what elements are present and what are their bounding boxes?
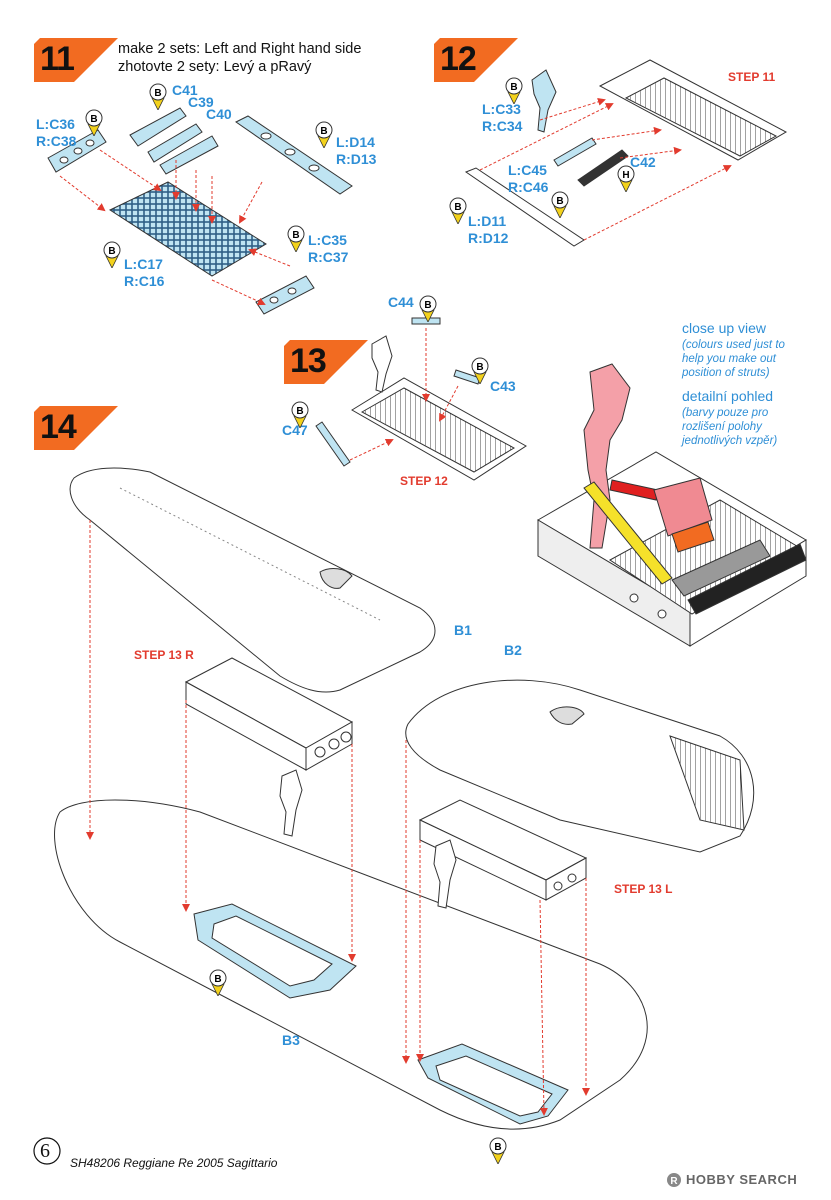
label-c16: R:C16: [124, 273, 165, 289]
label-c36: L:C36: [36, 116, 75, 132]
label-c39: C39: [188, 94, 214, 110]
step-14-ref-r: STEP 13 R: [134, 648, 194, 662]
step-12-badge: [434, 38, 518, 82]
sprue-b-badge: B: [286, 224, 306, 253]
sprue-b-badge: B: [448, 196, 468, 225]
label-c33: L:C33: [482, 101, 521, 117]
label-c41: C41: [172, 82, 198, 98]
sprue-b-badge: B: [470, 356, 490, 385]
sprue-b-badge: B: [208, 968, 228, 997]
sprue-b-badge: B: [418, 294, 438, 323]
step-11-number: 11: [40, 40, 75, 78]
sprue-b-badge: B: [290, 400, 310, 429]
svg-text:B: B: [476, 362, 483, 373]
step14-wing-b2: [405, 679, 755, 853]
label-c34: R:C34: [482, 118, 523, 134]
step14-bays: [184, 657, 588, 909]
step-14-ref-l: STEP 13 L: [614, 882, 673, 896]
step14-wing-b1: [69, 467, 436, 693]
step-13-ref: STEP 12: [400, 474, 448, 488]
label-c43: C43: [490, 378, 516, 394]
sprue-b-badge: B: [84, 108, 104, 137]
closeup-sub-cz-2: rozlišení polohy: [682, 421, 762, 433]
svg-text:B: B: [90, 114, 97, 125]
label-c46: R:C46: [508, 179, 549, 195]
svg-text:B: B: [494, 1142, 501, 1153]
step12-assembly: [464, 59, 788, 247]
label-c40: C40: [206, 106, 232, 122]
label-d13: R:D13: [336, 151, 377, 167]
step11-arrows: [59, 149, 291, 306]
step-11-instruction-en: make 2 sets: Left and Right hand side: [118, 41, 362, 57]
sprue-b-badge: B: [488, 1136, 508, 1165]
svg-text:B: B: [556, 196, 563, 207]
label-c42: C42: [630, 154, 656, 170]
step-14-number: 14: [40, 408, 77, 446]
closeup-sub-en-2: help you make out: [682, 353, 776, 365]
svg-text:B: B: [424, 300, 431, 311]
footer-caption: SH48206 Reggiane Re 2005 Sagittario: [70, 1156, 278, 1170]
label-c44: C44: [388, 294, 414, 310]
sprue-b-badge: B: [148, 82, 168, 111]
sprue-h-badge: H: [616, 164, 636, 193]
sprue-b-badge: B: [550, 190, 570, 219]
step14-wing-b3: [54, 799, 648, 1130]
closeup-drawing: [537, 363, 807, 647]
step13-assembly: [315, 317, 527, 481]
step11-assembly: [47, 107, 353, 315]
closeup-sub-en-3: position of struts): [682, 367, 770, 379]
svg-text:B: B: [510, 82, 517, 93]
step14-arrows: [86, 520, 590, 1116]
svg-text:B: B: [454, 202, 461, 213]
svg-text:B: B: [292, 230, 299, 241]
sprue-b-badge: B: [314, 120, 334, 149]
label-c35: L:C35: [308, 232, 347, 248]
svg-text:B: B: [296, 406, 303, 417]
hobby-search-logo-icon: R: [667, 1173, 681, 1187]
step12-arrows: [479, 97, 732, 241]
label-c45: L:C45: [508, 162, 547, 178]
step-11-badge: [34, 38, 118, 82]
closeup-title-en: close up view: [682, 320, 767, 336]
step-14-badge: [34, 406, 118, 450]
page-number-circle: [33, 1137, 61, 1165]
sprue-b-badge: B: [504, 76, 524, 105]
step-12-ref: STEP 11: [728, 70, 776, 84]
label-c37: R:C37: [308, 249, 349, 265]
label-b1: B1: [454, 622, 472, 638]
step-13-number: 13: [290, 342, 327, 380]
step13-arrows: [349, 328, 459, 461]
step-13-badge: [284, 340, 368, 384]
hobby-search-brand: HOBBY SEARCH: [686, 1172, 798, 1187]
label-d11: L:D11: [468, 213, 507, 229]
label-d12: R:D12: [468, 230, 509, 246]
svg-text:H: H: [622, 170, 629, 181]
svg-text:B: B: [214, 974, 221, 985]
step-12-number: 12: [440, 40, 477, 78]
svg-text:B: B: [320, 126, 327, 137]
closeup-sub-cz-1: (barvy pouze pro: [682, 407, 769, 419]
label-d14: L:D14: [336, 134, 375, 150]
label-b2: B2: [504, 642, 522, 658]
svg-text:R: R: [670, 1176, 678, 1187]
step-11-instruction-cz: zhotovte 2 sety: Levý a pRavý: [118, 59, 312, 75]
svg-text:B: B: [154, 88, 161, 99]
closeup-title-cz: detailní pohled: [682, 388, 774, 404]
page-number: 6: [40, 1140, 50, 1162]
svg-text:B: B: [108, 246, 115, 257]
label-c17: L:C17: [124, 256, 163, 272]
label-b3: B3: [282, 1032, 300, 1048]
label-c38: R:C38: [36, 133, 77, 149]
closeup-sub-en-1: (colours used just to: [682, 339, 785, 351]
closeup-sub-cz-3: jednotlivých vzpěr): [682, 435, 778, 447]
sprue-b-badge: B: [102, 240, 122, 269]
